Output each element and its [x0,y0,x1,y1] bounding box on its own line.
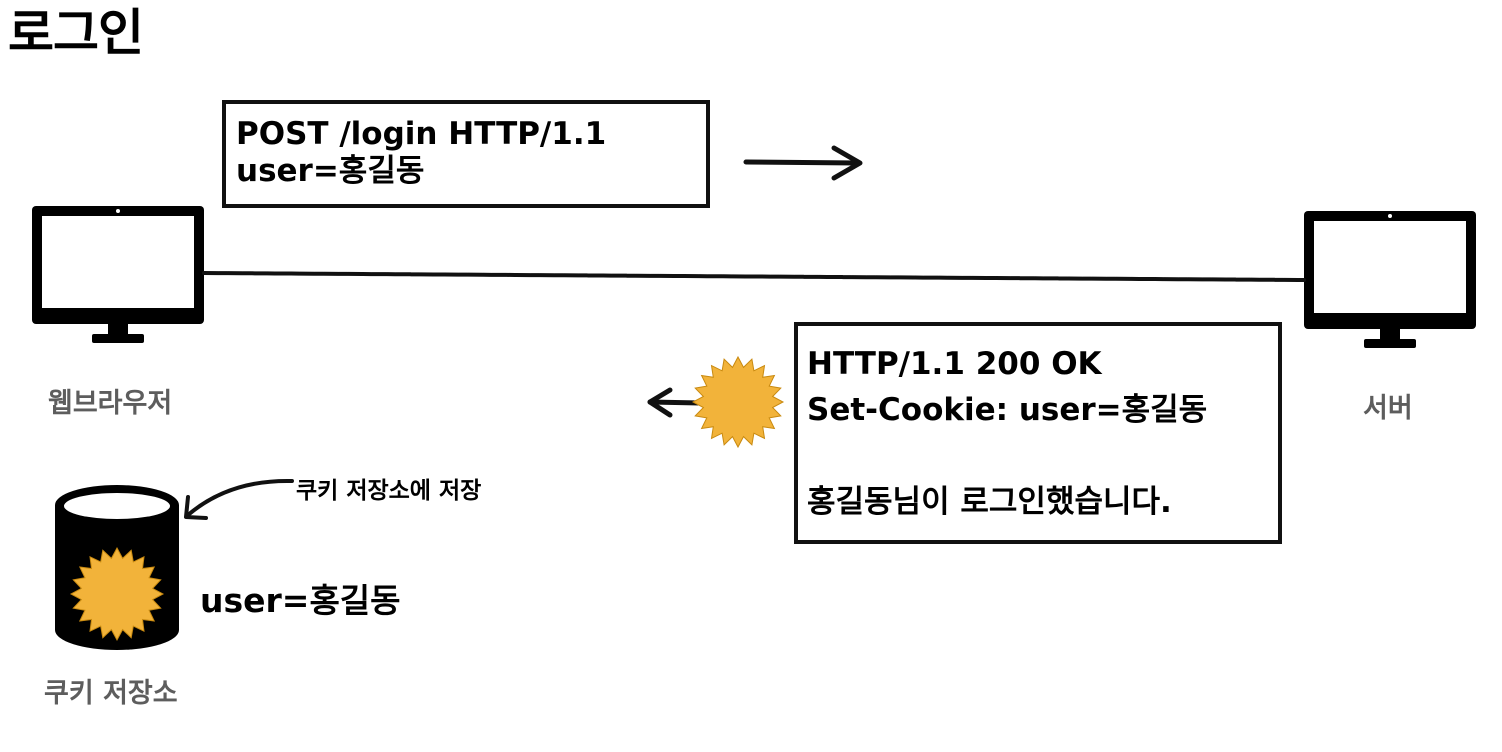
request-line-1: POST /login HTTP/1.1 [236,116,607,152]
response-message-box: HTTP/1.1 200 OK Set-Cookie: user=홍길동 홍길동… [794,322,1282,544]
cookie-star-icon [691,355,785,449]
server-monitor-icon [1304,211,1476,348]
connection-line [202,271,1306,282]
response-blank-line [807,438,1278,484]
stored-cookie-value: user=홍길동 [200,581,401,620]
request-arrow-icon [743,145,863,181]
response-set-cookie-line: Set-Cookie: user=홍길동 [807,392,1208,428]
client-label: 웹브라우저 [48,388,173,419]
cookie-storage-label: 쿠키 저장소 [44,678,178,709]
store-note: 쿠키 저장소에 저장 [296,478,482,504]
page-title: 로그인 [8,4,144,62]
client-monitor-icon [32,206,204,343]
store-arrow-icon [184,478,294,520]
request-message-box: POST /login HTTP/1.1 user=홍길동 [222,100,710,208]
response-arrow-icon [647,387,703,418]
request-line-2: user=홍길동 [236,153,425,190]
response-status-line: HTTP/1.1 200 OK [807,346,1102,382]
stored-cookie-star-icon [69,546,165,642]
response-body-line: 홍길동님이 로그인했습니다. [807,484,1172,520]
server-label: 서버 [1363,393,1413,424]
